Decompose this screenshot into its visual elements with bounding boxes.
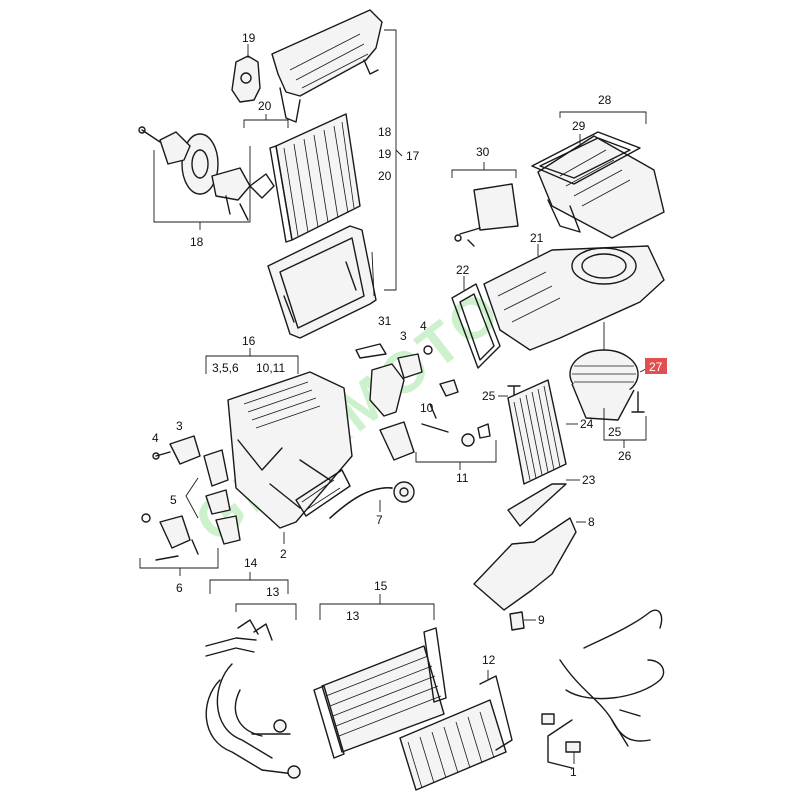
bracket-line-25-26	[603, 408, 647, 448]
wiring-harness-1	[541, 609, 665, 769]
callout-30: 30	[476, 145, 490, 159]
bracket-line-11	[415, 440, 497, 470]
housing-tray-18	[267, 225, 377, 339]
callout-2: 2	[280, 547, 287, 561]
callout-5: 5	[170, 493, 177, 507]
bracket-line-18-left	[153, 146, 251, 230]
gasket-22	[451, 276, 501, 369]
bracket-line-15	[319, 594, 435, 620]
seal-29	[531, 131, 641, 185]
bracket-line-5	[185, 477, 199, 519]
callout-27: 27	[649, 360, 663, 374]
callout-18-left: 18	[190, 235, 204, 249]
bracket-line-16	[205, 348, 299, 374]
callout-12: 12	[482, 653, 496, 667]
callout-27-highlight	[645, 358, 667, 374]
callout-19-top: 19	[242, 31, 256, 45]
callout-3-left: 3	[176, 419, 183, 433]
bracket-line-20-top	[243, 114, 289, 128]
expansion-valve-assembly	[138, 126, 275, 221]
callout-1011: 10,11	[256, 361, 285, 375]
filter-cover-30	[454, 183, 519, 247]
clamps-13	[235, 603, 297, 641]
coolant-pipes-14	[205, 637, 301, 779]
callout-14: 14	[244, 556, 258, 570]
callout-9: 9	[538, 613, 545, 627]
auxiliary-heater-12	[399, 670, 513, 791]
callout-11: 11	[456, 471, 469, 485]
callout-15: 15	[374, 579, 388, 593]
callout-19-right: 19	[378, 147, 392, 161]
callout-21: 21	[530, 231, 544, 245]
callout-29: 29	[572, 119, 586, 133]
callout-4-center: 4	[420, 319, 427, 333]
callout-31: 31	[378, 314, 392, 328]
callout-22: 22	[456, 263, 470, 277]
blower-motor-27	[569, 322, 649, 421]
frame-part-18	[271, 9, 383, 123]
callout-7: 7	[376, 513, 383, 527]
callout-6: 6	[176, 581, 183, 595]
callout-8: 8	[588, 515, 595, 529]
pollen-filter-24	[507, 379, 578, 485]
callout-20-top: 20	[258, 99, 272, 113]
callout-13-right: 13	[346, 609, 360, 623]
bracket-line-14	[209, 572, 289, 594]
actuator-center	[355, 343, 491, 461]
flap-lever-6	[141, 513, 199, 561]
filter-frame-23	[507, 479, 580, 527]
callout-13-left: 13	[266, 585, 280, 599]
callout-25-right: 25	[608, 425, 622, 439]
drain-hose-7	[329, 481, 415, 519]
heater-housing-16	[227, 371, 353, 529]
mounting-bracket-19	[231, 44, 261, 103]
evaporator-core-20	[269, 113, 361, 243]
bracket-line-6	[139, 548, 219, 576]
callout-25-left: 25	[482, 389, 496, 403]
blower-housing-21	[483, 244, 665, 351]
callout-10: 10	[420, 401, 434, 415]
callout-23: 23	[582, 473, 596, 487]
callout-356: 3,5,6	[212, 361, 239, 375]
callout-4-left: 4	[152, 431, 159, 445]
callout-18-right: 18	[378, 125, 392, 139]
callout-17: 17	[406, 149, 420, 163]
callout-24: 24	[580, 417, 594, 431]
bracket-line-28	[559, 111, 647, 124]
callout-28: 28	[598, 93, 612, 107]
cover-panel-8	[473, 517, 586, 611]
actuator-left	[152, 435, 241, 545]
heater-core-15	[313, 627, 447, 759]
callout-3-center: 3	[400, 329, 407, 343]
blower-upper-housing-28	[537, 135, 665, 239]
bracket-line-17	[384, 29, 403, 291]
callout-1: 1	[570, 765, 577, 779]
callout-20-right: 20	[378, 169, 392, 183]
bracket-line-30	[451, 162, 517, 178]
clip-9	[509, 611, 536, 631]
callout-26: 26	[618, 449, 632, 463]
callout-16: 16	[242, 334, 256, 348]
